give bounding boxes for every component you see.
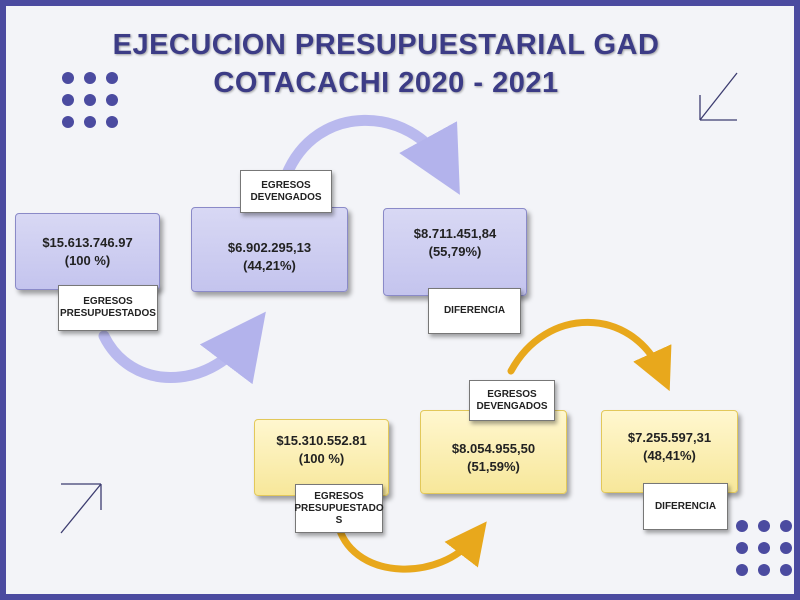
accrued-amount-2020: $6.902.295,13 — [227, 239, 312, 255]
difference-percent-2020: (55,79%) — [428, 244, 482, 259]
budget-box-2021: $15.310.552.81 (100 %) — [254, 419, 389, 496]
accrued-box-2020: $6.902.295,13 (44,21%) — [191, 207, 348, 292]
budget-amount-2021: $15.310.552.81 — [276, 433, 367, 448]
corner-arrow-icon-top-right — [699, 72, 738, 121]
gold-arrow-budget-to-accrued — [335, 521, 487, 573]
title-line-1: EJECUCION PRESUPUESTARIAL GAD — [112, 29, 660, 61]
title-line-2: COTACACHI 2020 - 2021 — [213, 67, 559, 99]
page-title: EJECUCION PRESUPUESTARIAL GAD COTACACHI … — [6, 26, 766, 102]
corner-arrow-icon-bottom-left — [60, 483, 102, 534]
accrued-percent-2020: (44,21%) — [243, 257, 296, 273]
difference-box-2021: $7.255.597,31 (48,41%) — [601, 410, 738, 493]
blue-arrow-accrued-to-difference — [280, 114, 460, 195]
difference-percent-2021: (48,41%) — [643, 448, 696, 463]
decorations-and-arrows — [60, 72, 738, 573]
difference-box-2020: $8.711.451,84 (55,79%) — [383, 208, 527, 296]
difference-label-2021: DIFERENCIA — [643, 483, 728, 530]
budget-amount-2020: $15.613.746.97 — [42, 234, 133, 250]
difference-label-2020: DIFERENCIA — [428, 288, 521, 334]
accrued-box-2021: $8.054.955,50 (51,59%) — [420, 410, 567, 494]
difference-amount-2020: $8.711.451,84 — [413, 226, 497, 241]
budget-percent-2020: (100 %) — [64, 252, 111, 268]
accrued-percent-2021: (51,59%) — [467, 459, 520, 474]
gold-arrow-accrued-to-difference — [507, 318, 672, 392]
difference-amount-2021: $7.255.597,31 — [627, 430, 712, 445]
budget-percent-2021: (100 %) — [298, 451, 345, 466]
accrued-amount-2021: $8.054.955,50 — [451, 441, 536, 456]
budget-label-2020: EGRESOS PRESUPUESTADOS — [58, 285, 158, 331]
budget-label-2021: EGRESOS PRESUPUESTADO S — [294, 484, 384, 533]
accrued-label-2020: EGRESOS DEVENGADOS — [240, 170, 332, 213]
accrued-label-2021: EGRESOS DEVENGADOS — [469, 380, 555, 421]
dot-grid-decoration-bottom-right — [736, 520, 792, 576]
budget-box-2020: $15.613.746.97 (100 %) — [15, 213, 160, 290]
dot-grid-decoration-top-left — [62, 72, 118, 128]
blue-arrow-budget-to-accrued — [98, 311, 266, 385]
